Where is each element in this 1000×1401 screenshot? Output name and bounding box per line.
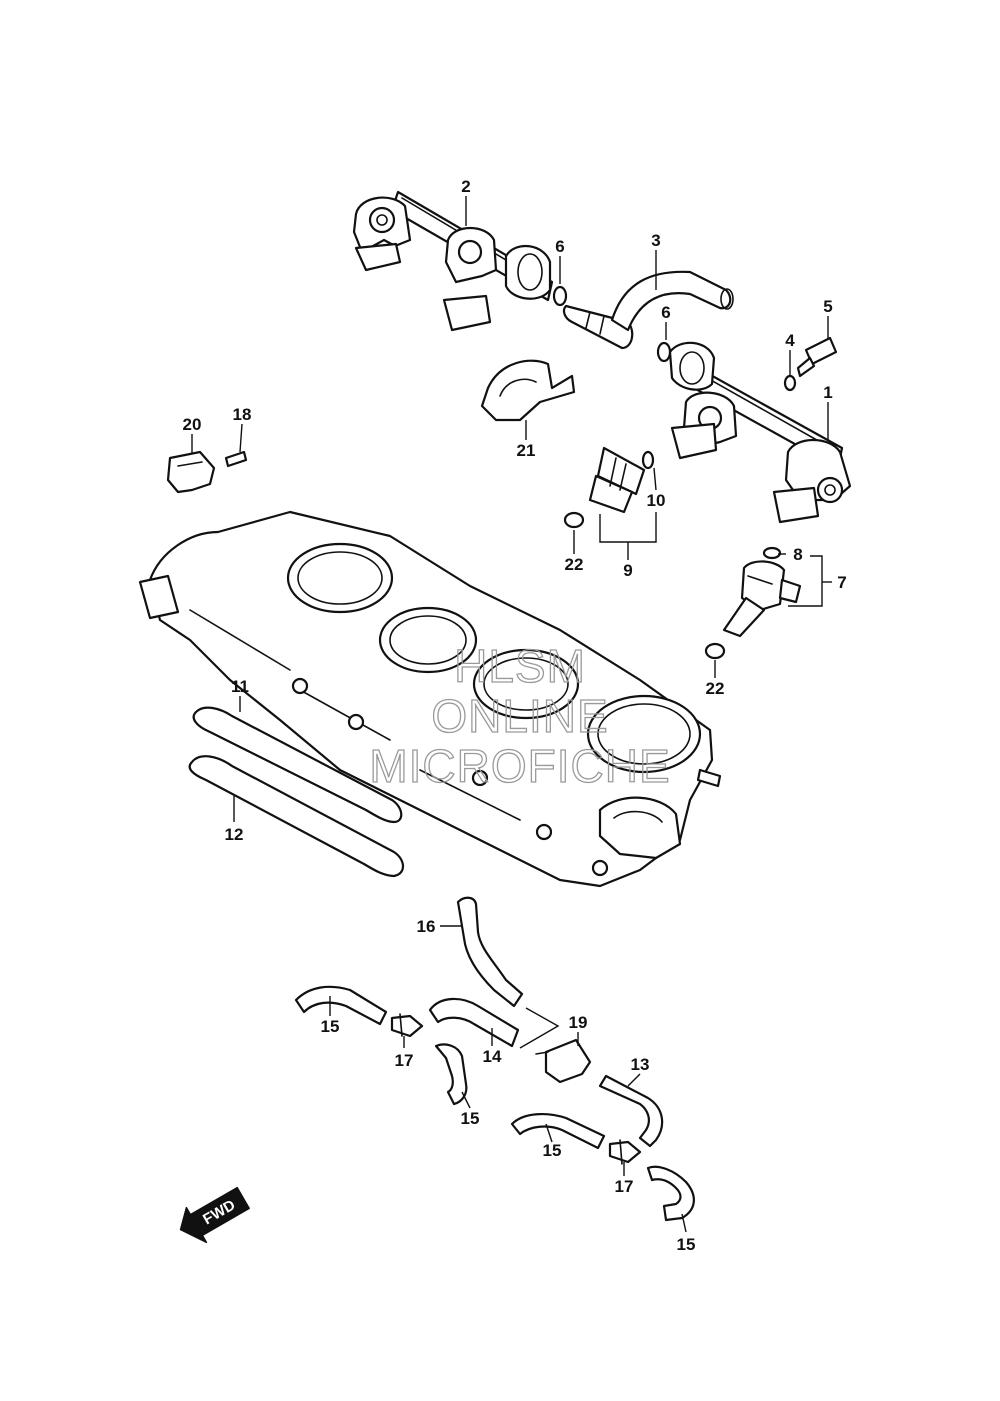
three-way-joint-19 <box>535 1038 592 1084</box>
gasket-11 <box>192 706 403 824</box>
hose-14 <box>428 997 520 1048</box>
callout-labels: 1 2 3 4 5 6 6 7 8 9 10 11 12 13 14 15 15… <box>183 177 847 1254</box>
callout-19: 19 <box>569 1013 588 1032</box>
callout-12: 12 <box>225 825 244 844</box>
throttle-body-assembly <box>138 510 722 888</box>
callout-3: 3 <box>651 231 660 250</box>
callout-16: 16 <box>417 917 436 936</box>
throttle-position-sensor-20 <box>166 450 216 494</box>
fuel-delivery-pipe-1 <box>668 341 852 524</box>
callout-20: 20 <box>183 415 202 434</box>
o-ring-6-lower <box>656 341 672 363</box>
callout-18: 18 <box>233 405 252 424</box>
gasket-12 <box>188 755 405 878</box>
callout-22-upper: 22 <box>565 555 584 574</box>
hose-16 <box>456 896 524 1008</box>
hose-15-middle-left <box>434 1043 468 1106</box>
callout-9: 9 <box>623 561 632 580</box>
bolt-5 <box>796 336 838 378</box>
union-17-left <box>390 1013 424 1038</box>
watermark-line-3: MICROFICHE <box>369 740 670 792</box>
callout-4: 4 <box>785 331 795 350</box>
watermark-line-1: HLSM <box>454 640 586 692</box>
callout-6-lower: 6 <box>661 303 670 322</box>
callout-11: 11 <box>231 677 249 696</box>
fuel-delivery-pipe-2 <box>352 190 554 332</box>
forward-direction-arrow-icon: FWD <box>179 1186 250 1244</box>
fuel-injector-7 <box>722 546 802 638</box>
callout-5: 5 <box>823 297 832 316</box>
hose-15-top-left <box>294 985 388 1026</box>
callout-17-left: 17 <box>395 1051 414 1070</box>
callout-6-upper: 6 <box>555 237 564 256</box>
hose-15-bottom-right <box>646 1165 695 1222</box>
screw-18 <box>224 450 248 468</box>
washer-4 <box>783 374 797 392</box>
callout-7: 7 <box>837 573 846 592</box>
callout-10: 10 <box>647 491 666 510</box>
watermark-line-2: ONLINE <box>431 690 608 742</box>
callout-1: 1 <box>823 383 832 402</box>
callout-8: 8 <box>793 545 802 564</box>
callout-22-lower: 22 <box>706 679 725 698</box>
callout-15-middle-right: 15 <box>543 1141 562 1160</box>
callout-13: 13 <box>631 1055 650 1074</box>
callout-2: 2 <box>461 177 470 196</box>
callout-17-right: 17 <box>615 1177 634 1196</box>
o-ring-6-upper <box>552 285 568 307</box>
hose-13 <box>598 1074 664 1148</box>
callout-14: 14 <box>483 1047 502 1066</box>
cushion-22-lower <box>704 642 726 660</box>
union-17-right <box>608 1139 642 1165</box>
hose-15-middle-right <box>510 1112 606 1150</box>
fuel-injector-9 <box>588 446 655 514</box>
callout-15-middle-left: 15 <box>461 1109 480 1128</box>
callout-15-top-left: 15 <box>321 1017 340 1036</box>
callout-15-bottom-right: 15 <box>677 1235 696 1254</box>
cushion-22-upper <box>563 511 585 529</box>
clamp-21 <box>480 359 576 422</box>
watermark: HLSM ONLINE MICROFICHE <box>369 639 671 792</box>
fuel-feed-pipe-3 <box>562 270 734 350</box>
leader-lines <box>191 196 832 1233</box>
callout-21: 21 <box>517 441 536 460</box>
